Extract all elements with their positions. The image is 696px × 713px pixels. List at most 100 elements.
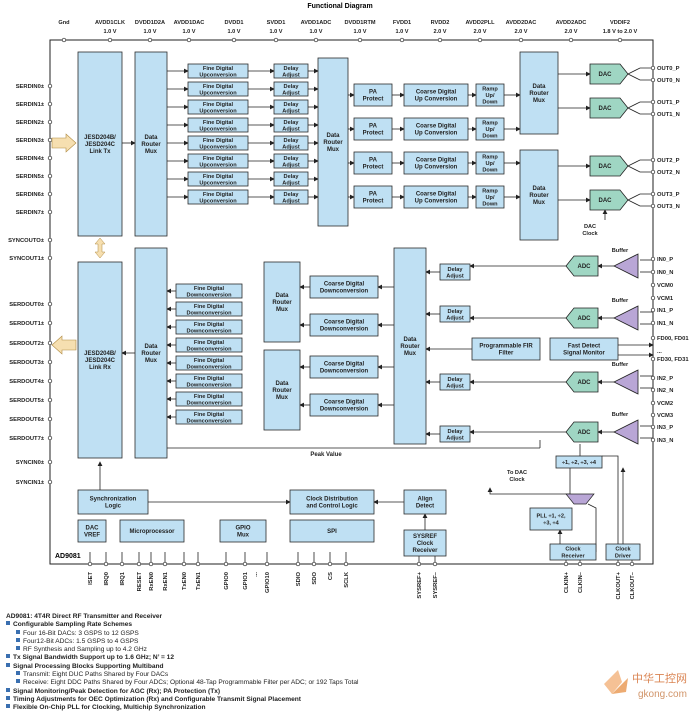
rx-delay-adjust — [439, 373, 471, 391]
align-detect — [403, 489, 447, 515]
tx-delay-adjust-label: Adjust — [282, 144, 300, 150]
tx-delay-adjust-label: Adjust — [282, 90, 300, 96]
pa-protect-label: PA — [369, 124, 378, 130]
serdout-pin: SERDOUT6± — [9, 417, 45, 423]
pll-label: ÷3, ÷4 — [543, 521, 559, 527]
tx-data-router-mux-3a — [519, 51, 559, 135]
bottom-pin-label: SDO — [312, 572, 318, 585]
pin-dot — [47, 237, 53, 243]
supply-pin-name: AVDD2PLL — [465, 20, 495, 26]
pin-dot — [107, 37, 113, 43]
pin-dot — [61, 37, 67, 43]
fine-digital-upconversion-label: Upconversion — [199, 126, 237, 132]
feature-text: Signal Monitoring/Peak Detection for AGC… — [13, 687, 221, 695]
rx-delay-adjust-label: Delay — [448, 429, 464, 435]
pa-protect — [353, 83, 393, 107]
supply-pin-name: FVDD1 — [393, 20, 411, 26]
adc-side-pin: IN0_N — [657, 270, 673, 276]
buffer-label: Buffer — [612, 362, 629, 368]
tx-data-router-mux-label: Router — [141, 142, 161, 148]
pin-dot — [650, 77, 656, 83]
pa-protect-label: Protect — [363, 199, 384, 205]
dac-output-pin: OUT1_N — [657, 112, 680, 118]
coarse-digital-upconversion-label: Up Conversion — [415, 131, 458, 137]
tx-delay-adjust-label: Delay — [284, 192, 300, 198]
bullet-icon — [6, 687, 10, 692]
supply-pin-name: DVDD1RTM — [344, 20, 375, 26]
fine-digital-upconversion — [187, 99, 249, 115]
bottom-pin-label: GPIO1 — [243, 571, 249, 589]
supply-pin-name: VDDIF2 — [610, 20, 630, 26]
adc-side-pin: VCM3 — [657, 413, 674, 419]
feature-text: Receive: Eight DDC Paths Shared by Four … — [23, 679, 359, 687]
tx-delay-adjust-label: Delay — [284, 156, 300, 162]
supply-pin-name: DVDD1D2A — [135, 20, 165, 26]
dac-clock-label: Clock — [582, 231, 598, 237]
serdin-pin: SERDIN4± — [16, 156, 45, 162]
rx-output-arrow-icon — [51, 335, 77, 355]
bullet-icon — [6, 621, 10, 626]
adc-side-pin: VCM1 — [657, 296, 674, 302]
pin-dot — [231, 37, 237, 43]
feature-text: Transmit: Eight DUC Paths Shared by Four… — [23, 671, 169, 679]
serdin-pin: SERDIN7± — [16, 210, 45, 216]
dac-vref — [77, 519, 107, 543]
supply-pin-voltage: 1.0 V — [182, 29, 195, 35]
fine-digital-upconversion — [187, 63, 249, 79]
pa-protect-label: Protect — [363, 131, 384, 137]
ramp-up-down-label: Down — [482, 168, 498, 174]
pin-dot — [311, 561, 317, 567]
clock-receiver-label: Receiver — [561, 554, 585, 560]
fine-digital-downconversion-label: Downconversion — [186, 346, 232, 352]
pin-dot — [162, 561, 168, 567]
pin-dot — [119, 561, 125, 567]
feature-item: Transmit: Eight DUC Paths Shared by Four… — [6, 671, 358, 679]
tx-delay-adjust-label: Adjust — [282, 180, 300, 186]
adc-clock-divider-label: ÷1, ÷2, ÷3, ÷4 — [562, 460, 597, 466]
fine-digital-downconversion — [175, 409, 243, 425]
tx-delay-adjust — [273, 171, 309, 187]
sysref-clock-receiver-label: Receiver — [412, 548, 438, 554]
pin-dot — [432, 561, 438, 567]
serdout-pin: SERDOUT3± — [9, 360, 45, 366]
fine-digital-upconversion-label: Upconversion — [199, 108, 237, 114]
supply-pin-name: DVDD1 — [225, 20, 244, 26]
fine-digital-downconversion-label: Fine Digital — [194, 322, 225, 328]
pin-dot — [195, 561, 201, 567]
input-buffer-amp-icon — [613, 253, 639, 279]
fine-digital-upconversion-label: Fine Digital — [203, 84, 234, 90]
fine-digital-upconversion-label: Fine Digital — [203, 192, 234, 198]
bottom-pin-label: SYSREF+ — [417, 571, 423, 598]
tx-delay-adjust-label: Adjust — [282, 126, 300, 132]
rx-data-router-mux-2a-label: Data — [275, 293, 289, 299]
fine-digital-upconversion — [187, 117, 249, 133]
adc-block — [565, 307, 599, 329]
supply-pin-name: Gnd — [58, 20, 70, 26]
fine-digital-downconversion-label: Fine Digital — [194, 376, 225, 382]
watermark-text: 中华工控网 — [632, 671, 687, 685]
coarse-digital-upconversion-label: Coarse Digital — [416, 90, 457, 96]
fine-digital-downconversion — [175, 355, 243, 371]
adc-label: ADC — [578, 380, 592, 386]
rx-data-router-mux-3-label: Mux — [404, 351, 417, 357]
serdin-pin: SERDIN3± — [16, 138, 45, 144]
bottom-pin-label: CLKOUT+ — [616, 571, 622, 599]
ramp-up-down-label: Ramp — [482, 121, 498, 127]
feature-text: RF Synthesis and Sampling up to 4.2 GHz — [23, 646, 147, 654]
clock-driver — [605, 543, 641, 561]
pin-dot — [650, 256, 656, 262]
supply-pin-voltage: 1.0 V — [103, 29, 116, 35]
pin-dot — [186, 37, 192, 43]
feature-text: Four12-Bit ADCs: 1.5 GSPS to 4 GSPS — [23, 637, 139, 645]
pa-protect — [353, 185, 393, 209]
pin-dot — [650, 424, 656, 430]
synchronization-logic-label: Synchronization — [90, 497, 137, 503]
bullet-icon — [6, 695, 10, 700]
pin-dot — [136, 561, 142, 567]
bottom-pin-label: CLKIN+ — [564, 571, 570, 593]
dac-block — [589, 155, 629, 177]
pin-dot — [47, 173, 53, 179]
pin-dot — [416, 561, 422, 567]
pin-dot — [650, 307, 656, 313]
tx-delay-adjust-label: Adjust — [282, 72, 300, 78]
